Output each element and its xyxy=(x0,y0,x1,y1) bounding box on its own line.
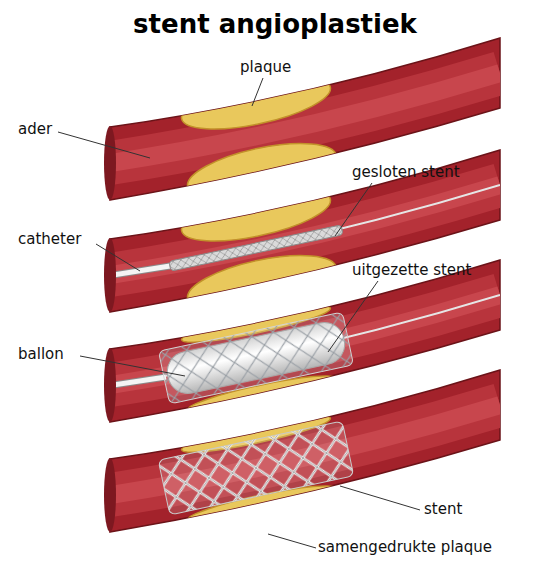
artery-lumen xyxy=(110,405,500,529)
leader-line xyxy=(58,132,150,158)
artery-placed-stent xyxy=(104,370,500,532)
leader-line xyxy=(96,244,140,271)
placed-stent xyxy=(158,421,354,515)
closed-stent xyxy=(169,225,343,271)
plaque-deposit xyxy=(183,133,341,210)
artery-wall xyxy=(110,38,500,200)
artery-end xyxy=(104,348,116,422)
diagram-title: stent angioplastiek xyxy=(0,8,550,40)
leader-line xyxy=(328,281,378,352)
leader-line xyxy=(340,486,420,510)
artery-end xyxy=(104,238,116,312)
leader-lines xyxy=(58,78,420,548)
part-label: samengedrukte plaque xyxy=(318,538,492,556)
stent-mesh xyxy=(158,421,354,515)
artery-end xyxy=(104,458,116,532)
part-label: uitgezette stent xyxy=(352,261,471,279)
part-label: ader xyxy=(18,120,52,138)
part-label: catheter xyxy=(18,230,81,248)
leader-line xyxy=(335,183,372,236)
stent-body xyxy=(169,225,343,271)
stent-mesh xyxy=(158,312,353,404)
part-label: ballon xyxy=(18,345,64,363)
leader-line xyxy=(268,534,316,548)
stent-cylinder xyxy=(158,312,353,404)
artery-wall xyxy=(110,370,500,532)
part-label: stent xyxy=(424,500,462,518)
plaque-deposit xyxy=(177,67,334,140)
part-label: gesloten stent xyxy=(352,163,460,181)
leader-line xyxy=(80,356,185,376)
part-label: plaque xyxy=(240,58,291,76)
stent-cylinder xyxy=(158,421,354,515)
leader-line xyxy=(252,78,263,106)
artery-end xyxy=(104,126,116,200)
expanded-stent xyxy=(158,312,353,404)
stent-mesh xyxy=(169,225,343,271)
